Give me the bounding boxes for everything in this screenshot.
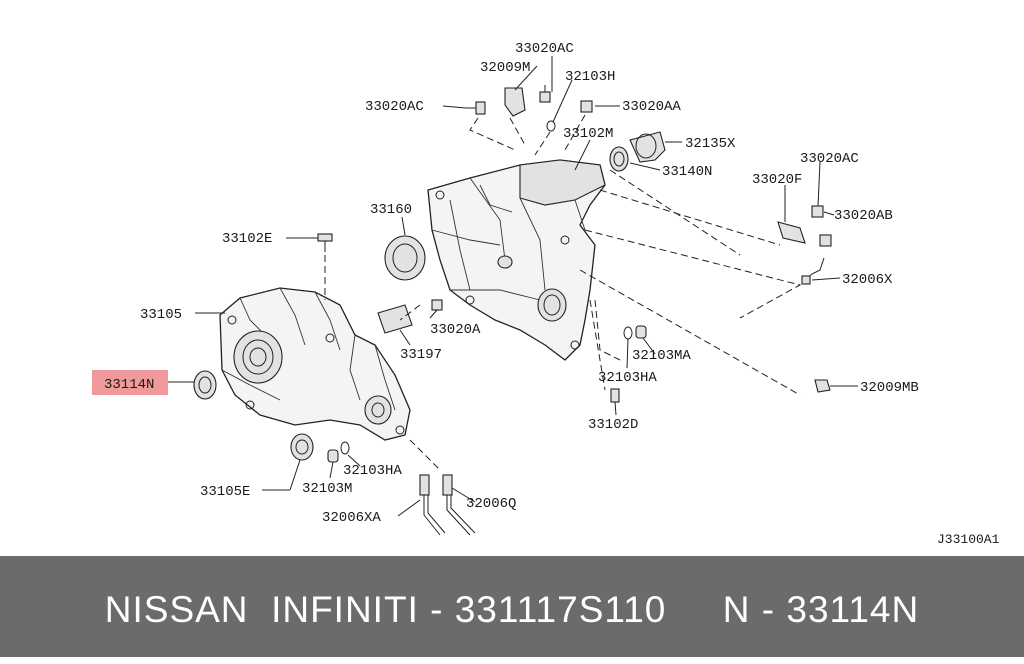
- bolt-33020AB: [819, 234, 832, 247]
- label-33160: 33160: [370, 202, 412, 218]
- o-ring-32103MA: [623, 325, 647, 340]
- leader-lines: [168, 56, 858, 517]
- part-number-text: NISSAN INFINITI - 331117S110 N - 33114N: [104, 589, 920, 630]
- label-33102M: 33102M: [563, 126, 613, 142]
- label-32103H: 32103H: [565, 69, 615, 85]
- label-33105E: 33105E: [200, 484, 250, 500]
- sensor-32006X: [801, 257, 825, 285]
- oil-seal-33140N: [609, 146, 629, 172]
- label-32006XA: 32006XA: [322, 510, 381, 526]
- label-33105: 33105: [140, 307, 182, 323]
- o-ring-32103HA: [340, 441, 350, 455]
- bolt-33102D: [610, 388, 620, 403]
- oil-seal-33105E: [290, 433, 314, 461]
- oil-seal-33114N: [193, 370, 217, 400]
- label-33102E: 33102E: [222, 231, 272, 247]
- label-33020AC-right: 33020AC: [800, 151, 859, 167]
- label-32009MB: 32009MB: [860, 380, 919, 396]
- label-33020AC-left: 33020AC: [365, 99, 424, 115]
- label-33020AC-top: 33020AC: [515, 41, 574, 57]
- bolt-33020AC-right: [811, 205, 824, 218]
- bolt-33020AC-left: [466, 101, 486, 115]
- label-32103HA-right: 32103HA: [598, 370, 657, 386]
- assembly-lines: [324, 114, 802, 471]
- o-ring-32103H: [546, 120, 556, 132]
- bracket-33197: [377, 304, 413, 334]
- label-32103MA: 32103MA: [632, 348, 691, 364]
- bolt-33102E: [317, 233, 333, 252]
- label-32009M: 32009M: [480, 60, 530, 76]
- sensor-32006XA: [419, 474, 446, 536]
- part-number-banner: NISSAN INFINITI - 331117S110 N - 33114N: [0, 556, 1024, 657]
- label-33140N: 33140N: [662, 164, 712, 180]
- label-33102D: 33102D: [588, 417, 638, 433]
- gasket-ring-33160: [384, 235, 426, 281]
- label-32103M: 32103M: [302, 481, 352, 497]
- label-32135X: 32135X: [685, 136, 736, 152]
- bolt-33020A: [431, 299, 443, 311]
- label-33114N: 33114N: [104, 377, 154, 393]
- label-33197: 33197: [400, 347, 442, 363]
- plug-32103M: [327, 449, 339, 463]
- highlight-box: [92, 370, 168, 395]
- label-33020AB: 33020AB: [834, 208, 893, 224]
- diagram-ref-code: J33100A1: [937, 532, 1000, 547]
- rear-housing: [427, 159, 606, 361]
- bracket-33020F: [777, 221, 806, 244]
- sensor-32006Q: [442, 474, 476, 536]
- label-33020AA: 33020AA: [622, 99, 681, 115]
- bracket-32009M: [504, 87, 526, 117]
- parts-diagram: 33020AC 32009M 32103H 33020AC 33020AA 33…: [92, 41, 1000, 547]
- bolt-32103H: [539, 85, 551, 103]
- label-32006X: 32006X: [842, 272, 893, 288]
- clip-32009MB: [814, 379, 831, 393]
- label-32103HA-low: 32103HA: [343, 463, 402, 479]
- label-33020A: 33020A: [430, 322, 481, 338]
- label-33020F: 33020F: [752, 172, 802, 188]
- front-housing: [219, 287, 411, 441]
- bolt-33020AA: [580, 100, 593, 113]
- label-32006Q: 32006Q: [466, 496, 516, 512]
- dust-boot-32135X: [629, 131, 666, 163]
